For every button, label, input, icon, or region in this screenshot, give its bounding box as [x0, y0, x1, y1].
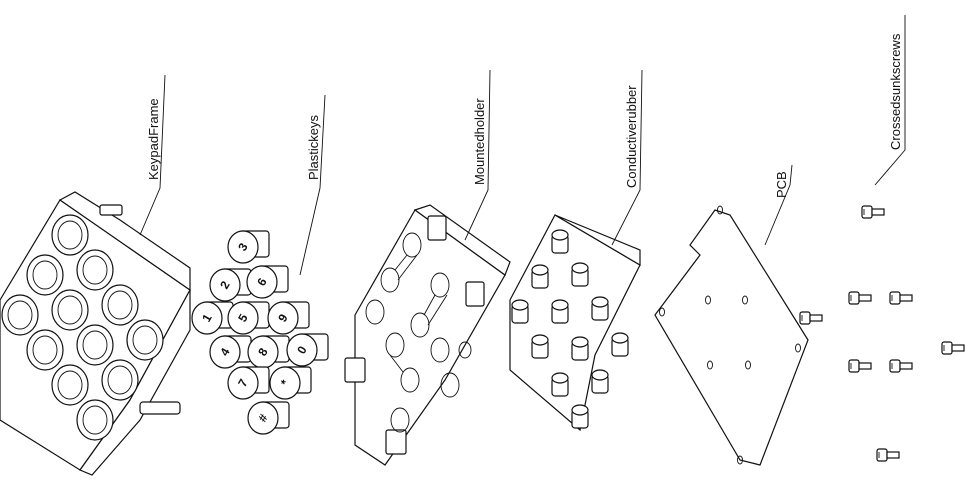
keypad-frame — [0, 191, 191, 476]
rubber-dome — [511, 299, 529, 324]
frame-key-cavity — [51, 289, 89, 331]
label-keypad-frame: KeypadFrame — [146, 98, 161, 180]
plastic-key: 3 — [227, 230, 270, 264]
rubber-dome — [611, 332, 629, 357]
plastic-key: 8 — [247, 335, 290, 369]
label-screws: Crossedsunkscrews — [888, 33, 903, 150]
rubber-dome — [531, 334, 549, 359]
plastic-key: 1 — [191, 301, 234, 335]
plastic-key: 2 — [209, 268, 252, 302]
rubber-dome — [591, 296, 609, 321]
mounted-holder — [344, 204, 511, 466]
conductive-rubber — [509, 214, 641, 432]
plastic-key: 7 — [227, 366, 270, 400]
screw — [876, 448, 900, 462]
frame-key-cavity — [51, 364, 89, 406]
rubber-dome — [551, 372, 569, 397]
frame-key-cavity — [101, 284, 139, 326]
rubber-dome — [551, 229, 569, 254]
rubber-dome — [571, 336, 589, 361]
frame-key-cavity — [51, 214, 89, 256]
frame-key-cavity — [76, 324, 114, 366]
screw — [848, 359, 872, 373]
pcb — [654, 205, 809, 466]
plastic-key: 0 — [286, 333, 329, 367]
leader-lines — [139, 15, 906, 276]
crossed-sunk-screws — [799, 205, 965, 462]
rubber-dome — [571, 262, 589, 287]
key-label: * — [278, 377, 293, 388]
frame-key-cavity — [1, 294, 39, 336]
screw — [889, 359, 913, 373]
plastic-key: 6 — [246, 265, 289, 299]
plastic-key: 4 — [209, 335, 252, 369]
plastic-key: 9 — [267, 301, 310, 335]
rubber-dome — [551, 299, 569, 324]
rubber-dome — [571, 404, 589, 429]
frame-key-cavity — [76, 249, 114, 291]
plastic-key: # — [247, 401, 290, 435]
frame-key-cavity — [76, 399, 114, 441]
frame-key-cavity — [126, 319, 164, 361]
rubber-dome — [531, 264, 549, 289]
screw — [848, 291, 872, 305]
label-conductive-rubber: Conductiverubber — [624, 85, 639, 188]
rubber-dome — [591, 369, 609, 394]
plastic-key: * — [269, 366, 312, 400]
frame-key-cavity — [101, 359, 139, 401]
frame-key-cavity — [26, 254, 64, 296]
screw — [941, 341, 965, 355]
label-pcb: PCB — [774, 171, 789, 198]
screw — [861, 205, 885, 219]
frame-key-cavity — [26, 329, 64, 371]
label-plastic-keys: Plastickeys — [306, 114, 321, 180]
screw — [799, 311, 823, 325]
label-mounted-holder: Mountedholder — [472, 98, 487, 185]
plastic-key: 5 — [227, 301, 270, 335]
screw — [889, 291, 913, 305]
